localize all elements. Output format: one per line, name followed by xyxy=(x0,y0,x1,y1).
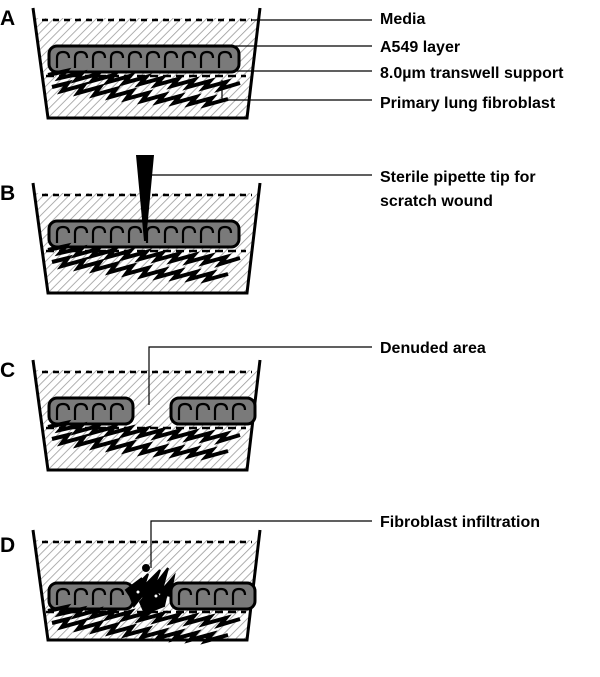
panel-b xyxy=(31,155,262,295)
panel-d xyxy=(31,528,262,643)
panel-letter-a: A xyxy=(0,7,15,30)
infiltrating-fibroblasts xyxy=(124,564,176,618)
leader-fibroblast xyxy=(221,80,372,101)
label-pipette-line2: scratch wound xyxy=(380,193,493,210)
panel-letter-b: B xyxy=(0,182,15,205)
panel-c xyxy=(31,358,262,472)
label-fibroblast-infiltration: Fibroblast infiltration xyxy=(380,514,540,531)
panel-a xyxy=(31,6,262,120)
label-pipette-line1: Sterile pipette tip for xyxy=(380,169,536,186)
label-transwell-support: 8.0µm transwell support xyxy=(380,65,564,82)
leader-infiltration xyxy=(150,520,372,568)
panel-letter-d: D xyxy=(0,534,15,557)
leader-denuded xyxy=(148,346,372,405)
label-a549-layer: A549 layer xyxy=(380,39,460,56)
label-media: Media xyxy=(380,11,425,28)
panel-letter-c: C xyxy=(0,359,15,382)
label-primary-lung-fibroblast: Primary lung fibroblast xyxy=(380,95,556,112)
pipette-tip xyxy=(136,155,154,241)
label-denuded-area: Denuded area xyxy=(380,340,486,357)
